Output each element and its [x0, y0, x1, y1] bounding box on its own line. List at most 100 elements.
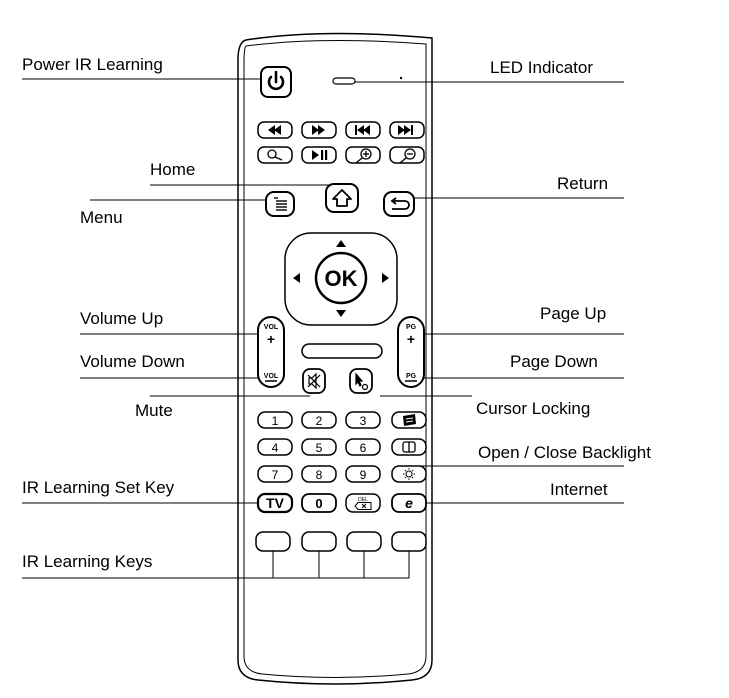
zoom-out-button[interactable] — [389, 146, 425, 164]
keyboard-icon — [403, 414, 416, 426]
zoom-out-icon — [399, 148, 416, 164]
skip-previous-icon — [355, 125, 370, 135]
svg-text:8: 8 — [316, 468, 323, 482]
svg-text:3: 3 — [360, 414, 367, 428]
search-icon — [267, 149, 283, 161]
delete-button[interactable]: DEL — [345, 493, 381, 513]
display-toggle-icon — [402, 441, 416, 453]
home-button[interactable] — [325, 183, 359, 213]
leader-lines — [22, 78, 624, 579]
svg-text:4: 4 — [272, 441, 279, 455]
label-home: Home — [150, 160, 196, 179]
svg-text:2: 2 — [316, 414, 323, 428]
left-arrow-icon[interactable] — [293, 273, 300, 283]
svg-text:6: 6 — [360, 441, 367, 455]
power-button[interactable] — [260, 66, 292, 98]
ok-button[interactable]: OK — [314, 251, 368, 305]
fast-forward-button[interactable] — [301, 121, 337, 139]
svg-text:5: 5 — [316, 441, 323, 455]
cursor-lock-button[interactable] — [349, 368, 373, 394]
ok-label: OK — [325, 266, 358, 291]
label-internet: Internet — [550, 480, 608, 499]
down-arrow-icon[interactable] — [336, 310, 346, 317]
ir-learning-key-1 — [255, 531, 291, 552]
skip-next-button[interactable] — [389, 121, 425, 139]
led-indicator — [332, 76, 403, 85]
label-menu: Menu — [80, 208, 123, 227]
label-open-close-backlight: Open / Close Backlight — [478, 443, 651, 462]
zero-label: 0 — [315, 496, 322, 511]
rewind-button[interactable] — [257, 121, 293, 139]
label-page-down: Page Down — [510, 352, 598, 371]
key-8: 8 — [301, 465, 337, 483]
center-bar — [301, 343, 383, 359]
skip-next-icon — [398, 125, 413, 135]
del-label: DEL — [358, 497, 368, 503]
search-button[interactable] — [257, 146, 293, 164]
ir-learning-key-4 — [391, 531, 427, 552]
backspace-icon — [354, 502, 372, 510]
mute-icon — [307, 372, 321, 390]
rewind-icon — [268, 125, 281, 135]
keyboard-button[interactable] — [391, 411, 427, 429]
label-led-indicator: LED Indicator — [490, 58, 593, 77]
number-keys[interactable]: 1 2 3 4 5 6 7 8 9 — [257, 411, 381, 483]
label-page-up: Page Up — [540, 304, 607, 323]
fast-forward-icon — [312, 125, 325, 135]
skip-previous-button[interactable] — [345, 121, 381, 139]
svg-text:7: 7 — [272, 468, 279, 482]
label-volume-down: Volume Down — [80, 352, 185, 371]
internet-button[interactable]: e — [391, 493, 427, 513]
pg-plus-label: + — [407, 331, 415, 347]
pg-up-label: PG — [406, 324, 417, 331]
power-icon — [267, 70, 285, 91]
return-icon — [390, 197, 410, 210]
label-volume-up: Volume Up — [80, 309, 164, 328]
vol-down-label: VOL — [264, 373, 279, 380]
menu-button[interactable] — [265, 191, 295, 217]
key-2: 2 — [301, 411, 337, 429]
backlight-button[interactable] — [391, 465, 427, 483]
home-icon — [332, 189, 352, 207]
label-cursor-locking: Cursor Locking — [476, 399, 591, 418]
backlight-icon — [403, 468, 415, 480]
ir-learning-key-3 — [346, 531, 382, 552]
key-1: 1 — [257, 411, 293, 429]
tv-button[interactable]: TV — [256, 492, 294, 514]
internet-explorer-icon: e — [405, 495, 413, 511]
key-3: 3 — [345, 411, 381, 429]
page-rocker[interactable]: PG + PG — [397, 316, 425, 388]
cursor-lock-icon — [355, 372, 369, 391]
vol-up-label: VOL — [264, 324, 279, 331]
right-arrow-icon[interactable] — [382, 273, 389, 283]
vol-plus-label: + — [267, 331, 275, 347]
label-mute: Mute — [135, 401, 173, 420]
mute-button[interactable] — [302, 368, 326, 394]
ir-learning-keys[interactable] — [255, 531, 427, 552]
ir-learning-key-2 — [301, 531, 337, 552]
key-6: 6 — [345, 438, 381, 456]
zoom-in-button[interactable] — [345, 146, 381, 164]
svg-text:9: 9 — [360, 468, 367, 482]
dpad[interactable]: OK — [284, 232, 398, 326]
return-button[interactable] — [383, 191, 415, 217]
label-ir-learning-keys: IR Learning Keys — [22, 552, 153, 571]
label-ir-learning-set-key: IR Learning Set Key — [22, 478, 175, 497]
up-arrow-icon[interactable] — [336, 240, 346, 247]
menu-icon — [274, 197, 287, 211]
svg-text:1: 1 — [272, 414, 279, 428]
play-pause-button[interactable] — [301, 146, 337, 164]
volume-rocker[interactable]: VOL + VOL — [257, 316, 285, 388]
key-7: 7 — [257, 465, 293, 483]
label-return: Return — [557, 174, 609, 193]
play-pause-icon — [312, 150, 328, 160]
pg-down-label: PG — [406, 373, 417, 380]
zoom-in-icon — [355, 148, 372, 164]
label-power-ir-learning: Power IR Learning — [22, 55, 163, 74]
key-4: 4 — [257, 438, 293, 456]
display-toggle-button[interactable] — [391, 438, 427, 456]
tv-label: TV — [266, 495, 285, 511]
key-5: 5 — [301, 438, 337, 456]
key-0[interactable]: 0 — [301, 493, 337, 513]
